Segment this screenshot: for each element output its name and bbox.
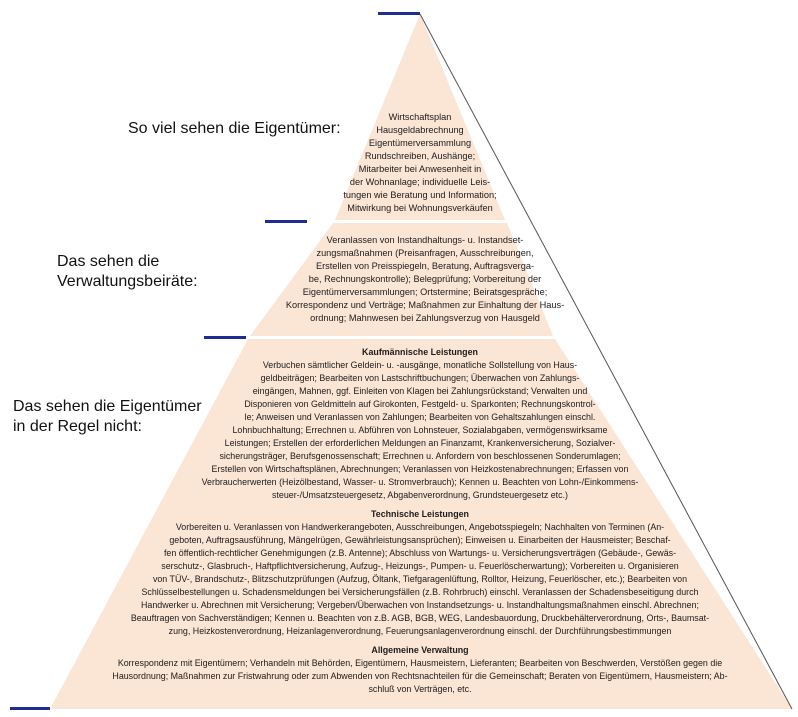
pyramid-tier-top [335,14,505,220]
pyramid-tier-bottom [50,339,792,709]
tier1-text: Wirtschaftsplan Hausgeldabrechnung Eigen… [343,112,497,213]
label-owners-dont-see: Das sehen die Eigentümer in der Regel ni… [13,398,202,435]
section-heading-technisch: Technische Leistungen [371,509,469,519]
section-heading-allgemein: Allgemeine Verwaltung [371,645,469,655]
tier-marker-middle [265,220,307,223]
section-heading-kaufmaennisch: Kaufmännische Leistungen [362,347,478,357]
label-owners-see: So viel sehen die Eigentümer: [128,120,341,137]
pyramid-right-edge [419,13,793,710]
tier-marker-base [10,707,50,710]
tier-marker-bottom [204,336,246,339]
pyramid-tier-middle [250,223,553,336]
tier2-text: Veranlassen von Instandhaltungs- u. Inst… [285,235,565,323]
tier-marker-apex [378,12,420,15]
tier3-text: Kaufmännische Leistungen Verbuchen sämtl… [70,346,770,696]
label-board-see: Das sehen die Verwaltungsbeiräte: [57,253,198,290]
